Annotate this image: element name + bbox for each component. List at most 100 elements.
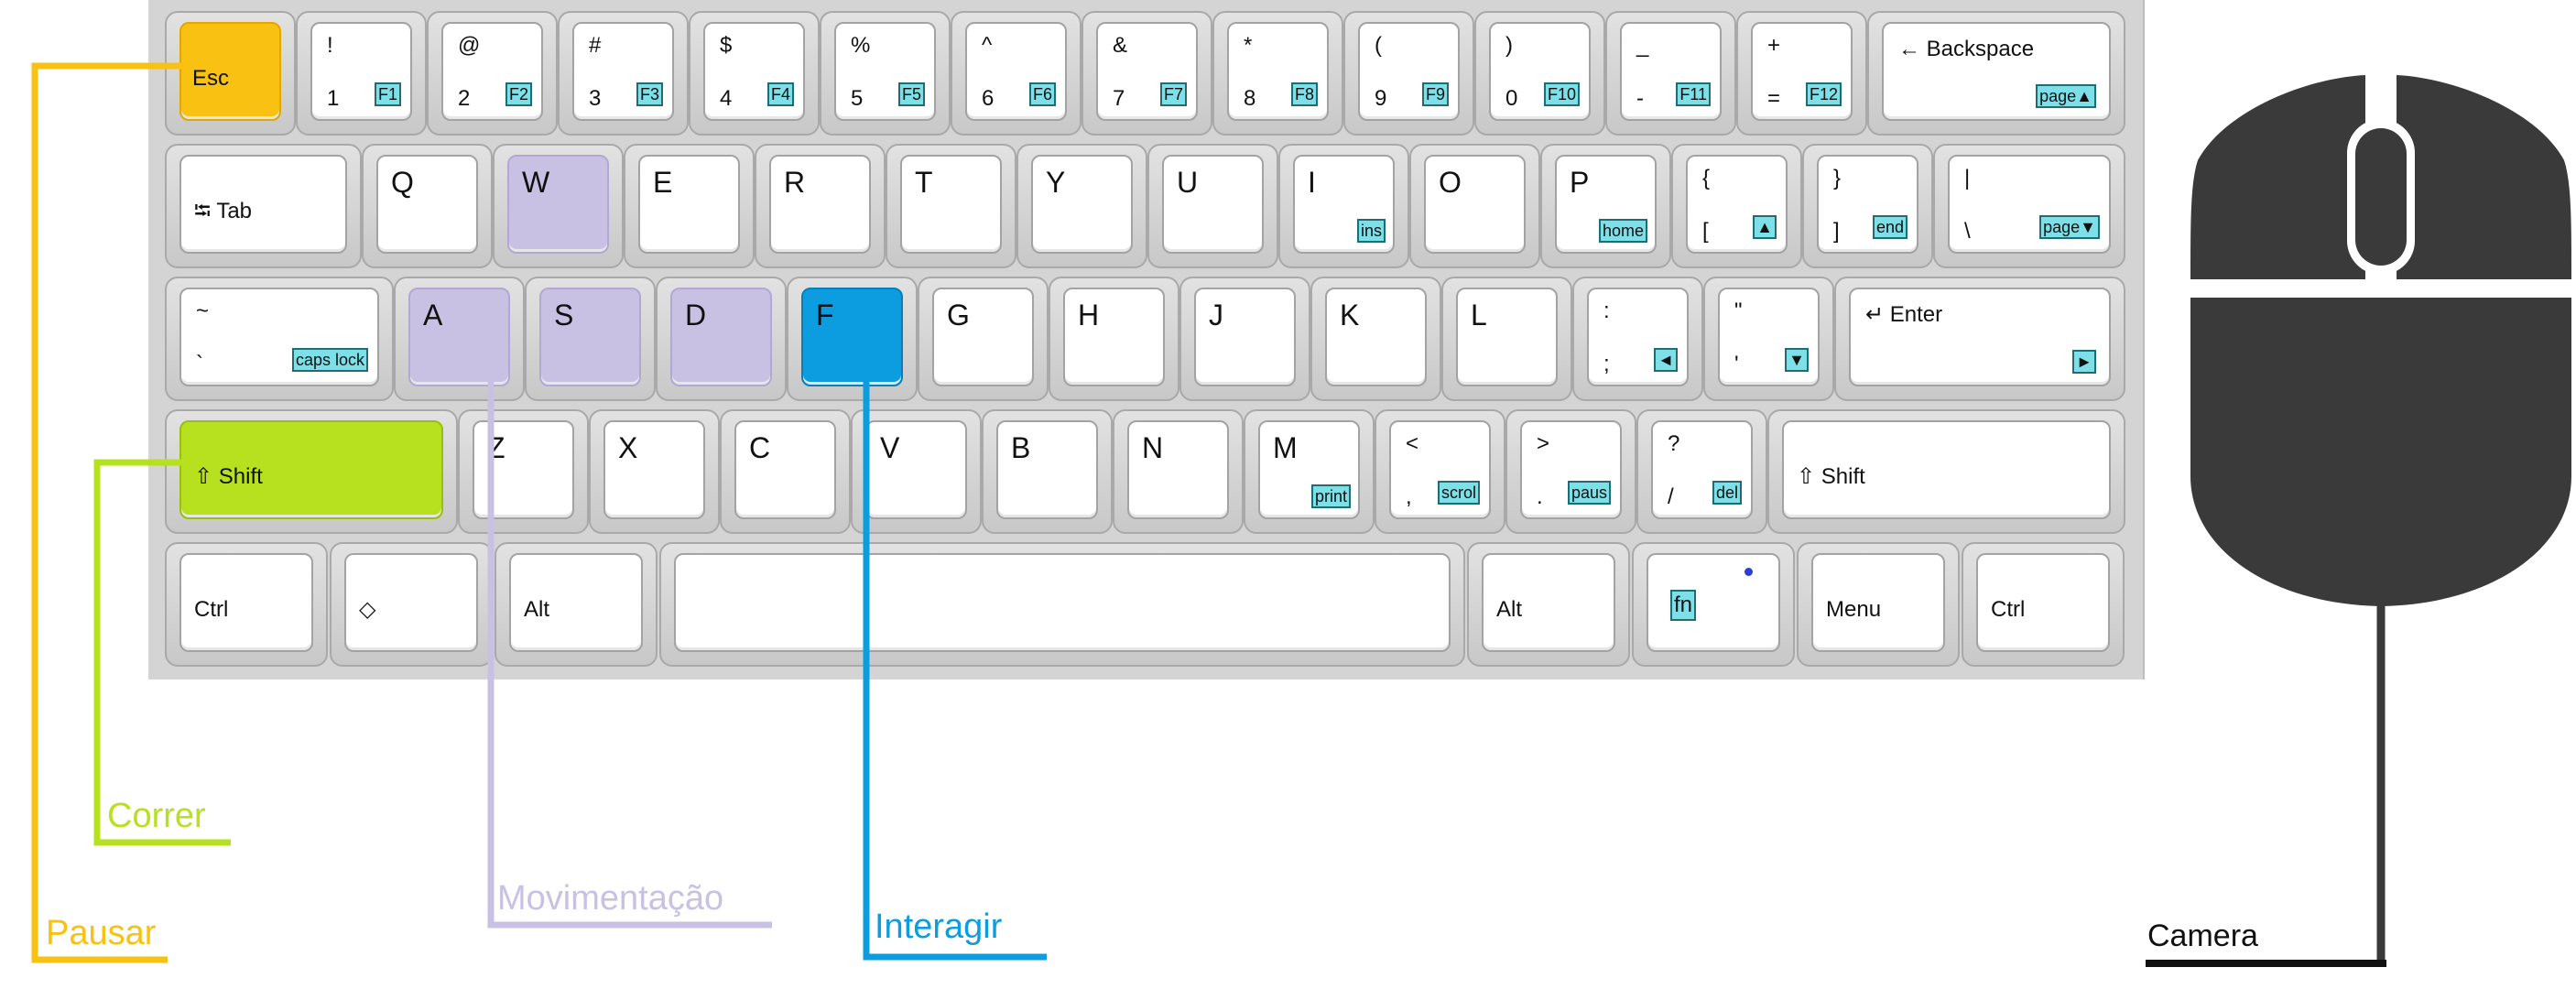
key-face: Ctrl bbox=[1976, 553, 2110, 652]
key-tilde[interactable]: ~`caps lock bbox=[165, 277, 394, 401]
key-k[interactable]: K bbox=[1310, 277, 1441, 401]
key-e[interactable]: E bbox=[624, 144, 755, 268]
key-top-label: < bbox=[1406, 431, 1419, 456]
key-bottom-label: 6 bbox=[982, 86, 995, 111]
key-win[interactable]: ◇ bbox=[330, 542, 493, 667]
key-minus[interactable]: _-F11 bbox=[1605, 11, 1736, 136]
key-rbrace[interactable]: }]end bbox=[1802, 144, 1933, 268]
key-lalt[interactable]: Alt bbox=[495, 542, 658, 667]
key-space[interactable] bbox=[659, 542, 1465, 667]
key-fn-label: ◄ bbox=[1654, 348, 1678, 372]
key-bottom-label: , bbox=[1406, 484, 1412, 509]
key-q[interactable]: Q bbox=[362, 144, 493, 268]
key-u[interactable]: U bbox=[1147, 144, 1278, 268]
key-lshift[interactable]: ⇧ Shift bbox=[165, 409, 458, 534]
key-label: F bbox=[816, 299, 834, 331]
interagir-connector bbox=[863, 380, 1047, 961]
key-label: Menu bbox=[1826, 597, 1882, 622]
key-w[interactable]: W bbox=[493, 144, 624, 268]
key-fn-label: paus bbox=[1567, 481, 1611, 505]
key-label: H bbox=[1078, 299, 1100, 331]
key-top-label: : bbox=[1603, 299, 1610, 323]
key-label: C bbox=[749, 431, 771, 464]
key-l[interactable]: L bbox=[1441, 277, 1572, 401]
key-fn-label: print bbox=[1310, 484, 1351, 508]
key-enter[interactable]: ↵ Enter► bbox=[1834, 277, 2125, 401]
key-top-label: _ bbox=[1636, 33, 1649, 58]
key-r[interactable]: R bbox=[755, 144, 886, 268]
key-rshift[interactable]: ⇧ Shift bbox=[1767, 409, 2125, 534]
key-b[interactable]: B bbox=[982, 409, 1113, 534]
key-bottom-label: 0 bbox=[1505, 86, 1518, 111]
key-d[interactable]: D bbox=[656, 277, 787, 401]
key-pipe[interactable]: |\page▼ bbox=[1933, 144, 2125, 268]
key-face: A bbox=[408, 288, 510, 386]
key-face: F bbox=[801, 288, 903, 386]
key-a[interactable]: A bbox=[394, 277, 525, 401]
key-bottom-label: = bbox=[1767, 86, 1781, 111]
key-s[interactable]: S bbox=[525, 277, 656, 401]
key-ralt[interactable]: Alt bbox=[1467, 542, 1630, 667]
key-fn-label: ► bbox=[2072, 350, 2096, 374]
key-quote[interactable]: "'▼ bbox=[1703, 277, 1834, 401]
key-o[interactable]: O bbox=[1409, 144, 1540, 268]
key-bottom-label: \ bbox=[1964, 219, 1971, 244]
key-face: |\page▼ bbox=[1948, 155, 2111, 254]
key-x[interactable]: X bbox=[589, 409, 720, 534]
mouse-icon bbox=[2190, 75, 2571, 606]
key-comma[interactable]: <,scrol bbox=[1375, 409, 1505, 534]
key-fn-label: F8 bbox=[1290, 82, 1318, 106]
key-lbrace[interactable]: {[▲ bbox=[1671, 144, 1802, 268]
key-label: J bbox=[1209, 299, 1223, 331]
key-fn-label: F1 bbox=[374, 82, 401, 106]
key-menu[interactable]: Menu bbox=[1797, 542, 1960, 667]
key-v[interactable]: V bbox=[851, 409, 982, 534]
key-label: ⭾ Tab bbox=[194, 199, 253, 223]
key-tab[interactable]: ⭾ Tab bbox=[165, 144, 362, 268]
key-esc[interactable]: Esc bbox=[165, 11, 296, 136]
key-face: fn bbox=[1647, 553, 1780, 652]
key-slash[interactable]: ?/del bbox=[1636, 409, 1767, 534]
key-y[interactable]: Y bbox=[1016, 144, 1147, 268]
key-n[interactable]: N bbox=[1113, 409, 1244, 534]
key-label: B bbox=[1011, 431, 1031, 464]
key-period[interactable]: >.paus bbox=[1505, 409, 1636, 534]
key-fn-label: F4 bbox=[766, 82, 794, 106]
key-j[interactable]: J bbox=[1179, 277, 1310, 401]
key-semicolon[interactable]: :;◄ bbox=[1572, 277, 1703, 401]
key-fn-label: F9 bbox=[1421, 82, 1449, 106]
key-t[interactable]: T bbox=[886, 144, 1016, 268]
key-label: Ctrl bbox=[1991, 597, 2026, 622]
legend-interagir: Interagir bbox=[875, 907, 1003, 946]
key-equal[interactable]: +=F12 bbox=[1736, 11, 1867, 136]
key-g[interactable]: G bbox=[918, 277, 1049, 401]
key-rctrl[interactable]: Ctrl bbox=[1962, 542, 2125, 667]
key-face: ⭾ Tab bbox=[179, 155, 347, 254]
key-lctrl[interactable]: Ctrl bbox=[165, 542, 328, 667]
key-h[interactable]: H bbox=[1049, 277, 1179, 401]
key-label: A bbox=[423, 299, 443, 331]
key-f[interactable]: F bbox=[787, 277, 918, 401]
key-c[interactable]: C bbox=[720, 409, 851, 534]
key-fn[interactable]: fn bbox=[1632, 542, 1795, 667]
key-label: Ctrl bbox=[194, 597, 229, 622]
